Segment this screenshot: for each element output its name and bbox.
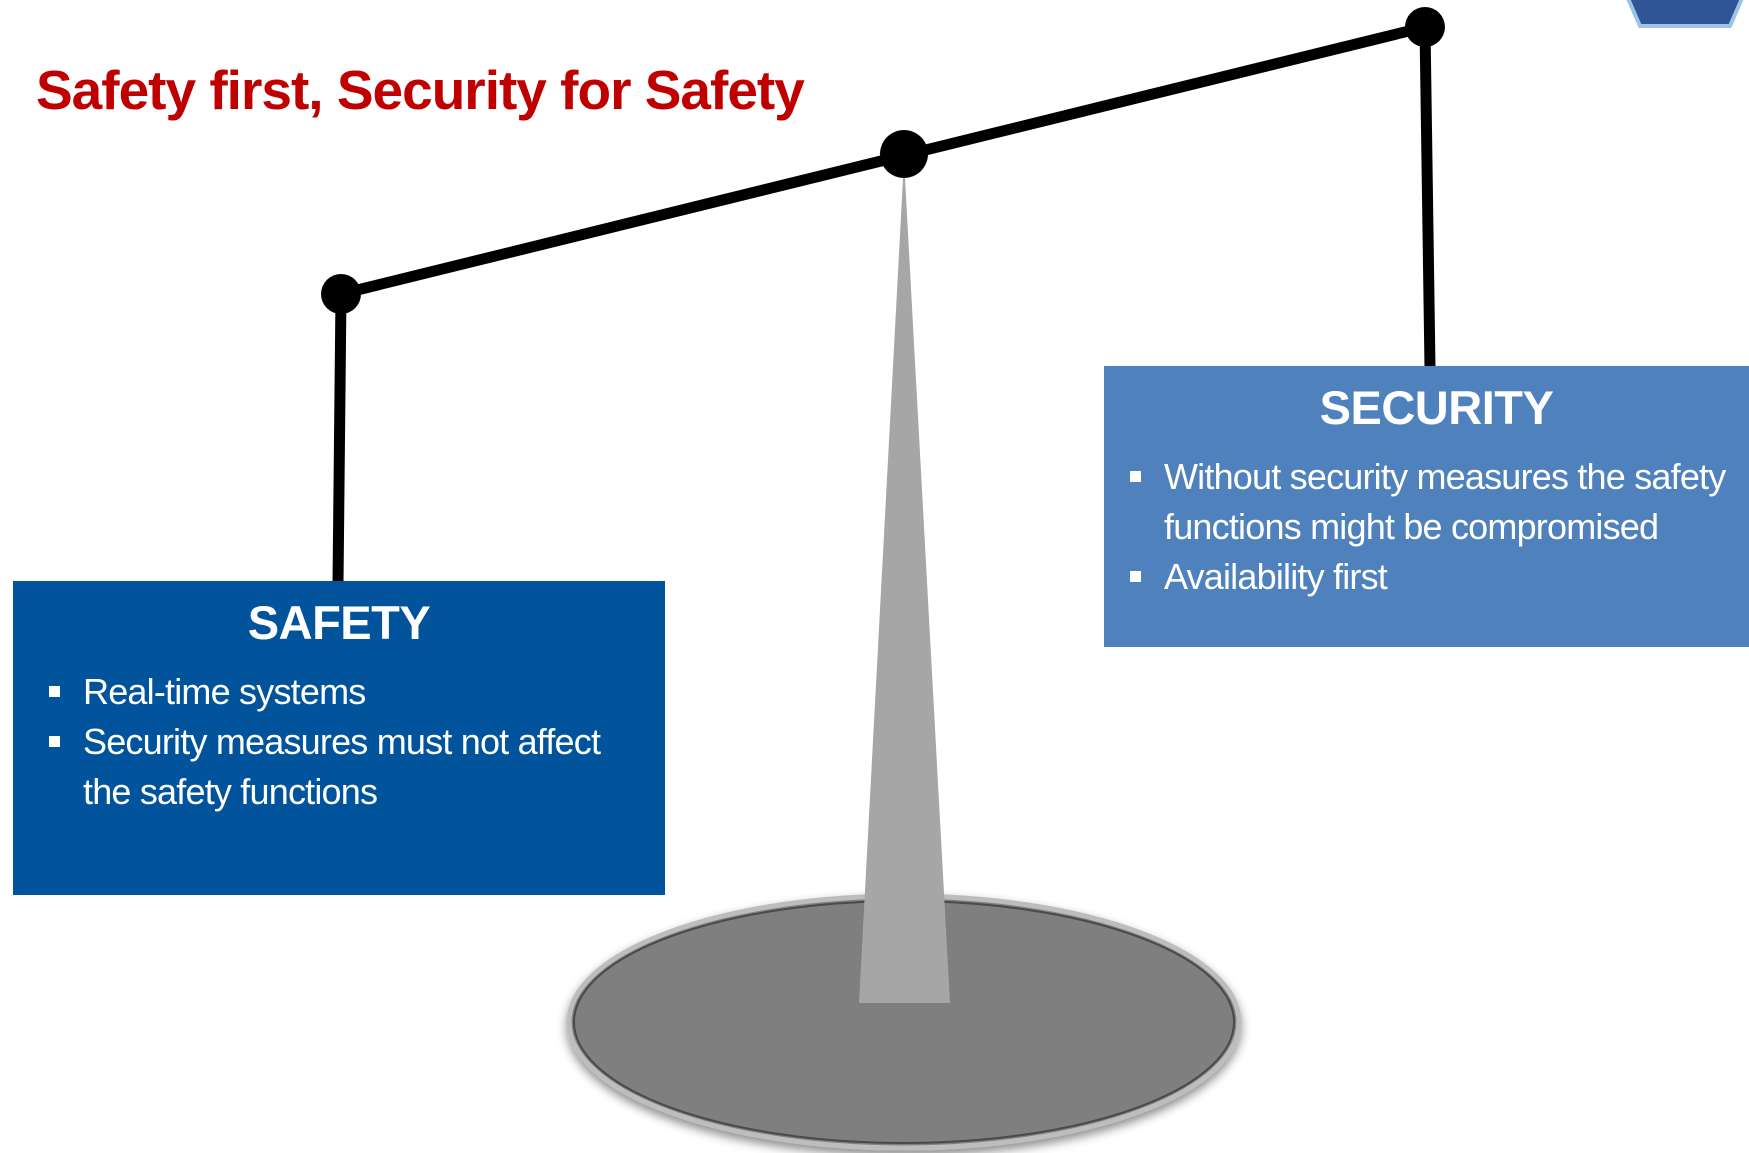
safety-bullet-list: Real-time systems Security measures must… [43, 667, 635, 817]
safety-bullet-text: Security measures must not affect the sa… [83, 721, 601, 813]
security-bullet-text: Without security measures the safety fun… [1164, 456, 1726, 548]
security-box: SECURITY Without security measures the s… [1104, 366, 1749, 647]
security-beam-joint [1405, 7, 1445, 47]
security-bullet-text: Availability first [1164, 556, 1388, 598]
bullet-square-icon [1130, 571, 1141, 583]
security-bullet-list: Without security measures the safety fun… [1124, 452, 1749, 602]
safety-bullet-text: Real-time systems [83, 671, 366, 713]
security-hanging-rod [1419, 26, 1436, 369]
security-bullet-item: Without security measures the safety fun… [1124, 452, 1749, 552]
pivot-joint [880, 130, 928, 178]
safety-beam-joint [321, 274, 361, 314]
bullet-square-icon [49, 686, 60, 698]
security-heading: SECURITY [1319, 381, 1554, 434]
scale-pillar [859, 160, 950, 1003]
safety-heading: SAFETY [247, 596, 431, 649]
safety-hanging-rod [332, 293, 347, 584]
safety-box: SAFETY Real-time systems Security measur… [13, 581, 665, 895]
bullet-square-icon [1130, 471, 1141, 483]
bullet-square-icon [49, 736, 60, 748]
slide-title: Safety first, Security for Safety [36, 59, 805, 121]
safety-bullet-item: Security measures must not affect the sa… [43, 717, 635, 817]
security-bullet-item: Availability first [1124, 552, 1749, 602]
safety-bullet-item: Real-time systems [43, 667, 635, 717]
corner-logo-icon [1626, 0, 1744, 28]
